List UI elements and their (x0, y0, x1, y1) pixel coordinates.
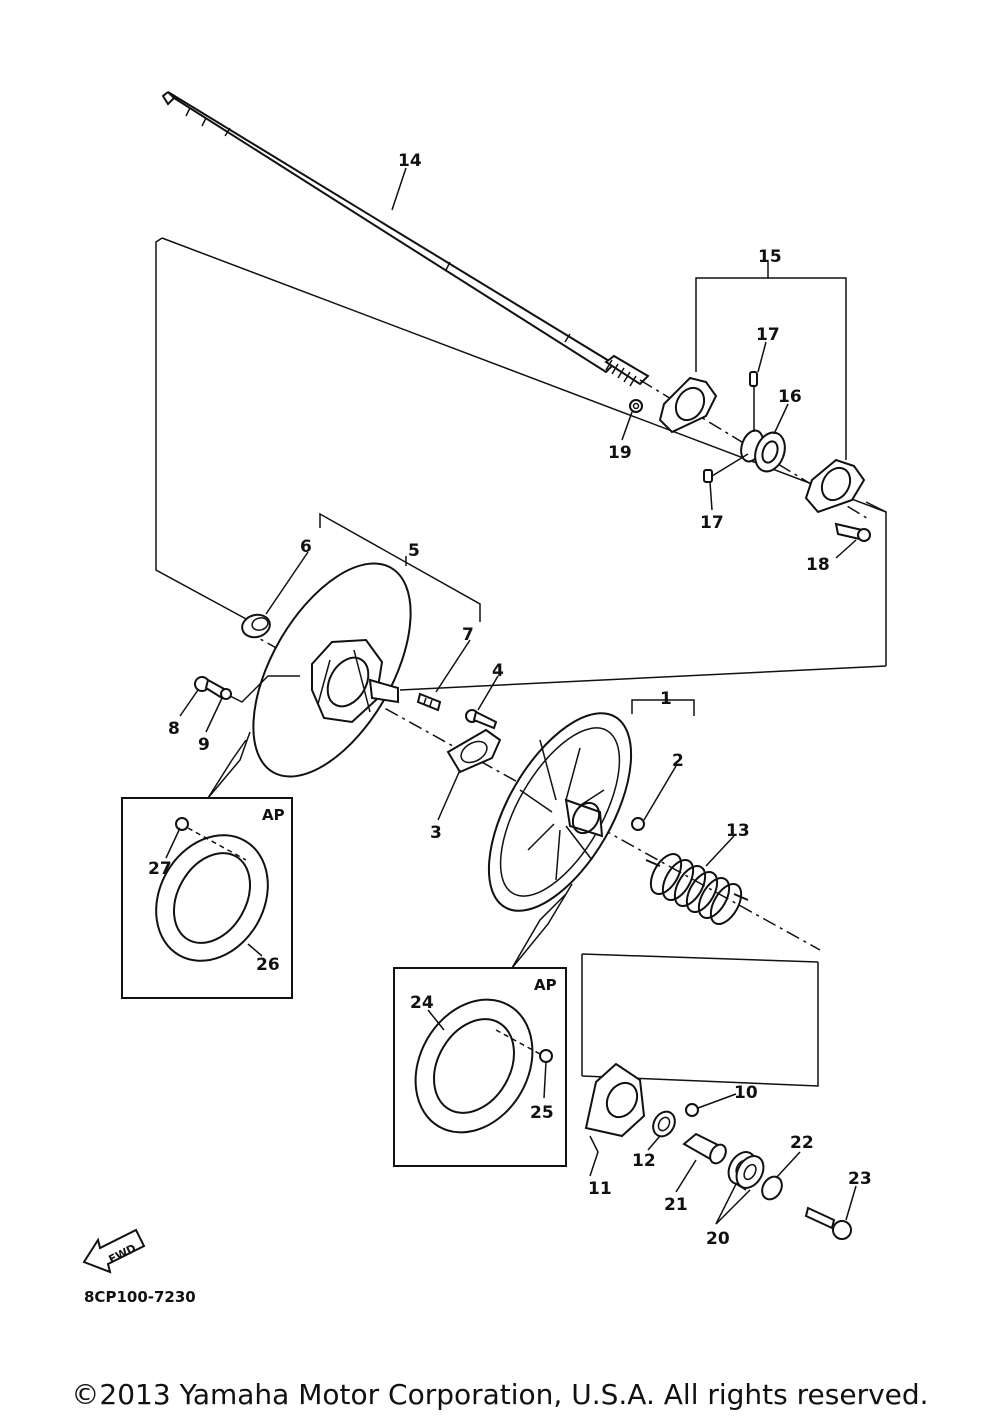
callout-27: 27 (148, 859, 172, 879)
part-9-washer (220, 688, 232, 700)
inset-ap-left-tag: AP (262, 806, 285, 824)
part-13-spring (645, 853, 749, 925)
bracket-15 (695, 262, 847, 460)
callout-2: 2 (672, 751, 684, 771)
part-15-flange-right (804, 458, 866, 514)
callout-3: 3 (430, 823, 442, 843)
part-18-bolt (834, 522, 871, 542)
part-17-bolt-lower (703, 453, 749, 483)
callout-12: 12 (632, 1151, 656, 1171)
part-17-bolt-upper (749, 371, 758, 432)
part-7-pin (416, 692, 442, 712)
callout-13: 13 (726, 821, 750, 841)
exploded-parts-diagram: 14 15 17 16 19 17 18 6 5 7 4 8 9 1 2 3 1… (82, 91, 887, 1306)
part-15-flange-left (658, 376, 718, 434)
part-16-bearing (740, 429, 786, 473)
callout-6: 6 (300, 537, 312, 557)
part-2-nut (631, 817, 645, 831)
part-11-cam (584, 1062, 646, 1138)
bracket-1 (631, 699, 695, 716)
callout-23: 23 (848, 1169, 872, 1189)
leader-lines (165, 167, 857, 1225)
callout-7: 7 (462, 625, 474, 645)
bracket-lower (581, 953, 819, 1087)
leader-8-9 (229, 675, 300, 703)
part-3-gasket (446, 728, 502, 774)
callout-26: 26 (256, 955, 280, 975)
callout-21: 21 (664, 1195, 688, 1215)
callout-25: 25 (530, 1103, 554, 1123)
inset-ap-right (393, 883, 573, 1167)
callout-10: 10 (734, 1083, 758, 1103)
inset-ap-left (121, 731, 293, 999)
inset-ap-right-tag: AP (534, 976, 557, 994)
callout-15: 15 (758, 247, 782, 267)
part-6-bush (241, 613, 271, 639)
bracket-5 (319, 512, 481, 622)
callout-17-upper: 17 (756, 325, 780, 345)
callout-9: 9 (198, 735, 210, 755)
part-10-washer (685, 1103, 699, 1117)
part-21-collar (682, 1132, 727, 1165)
callouts: 14 15 17 16 19 17 18 6 5 7 4 8 9 1 2 3 1… (148, 151, 872, 1249)
callout-4: 4 (492, 661, 504, 681)
fwd-arrow: FWD (82, 1228, 146, 1274)
callout-18: 18 (806, 555, 830, 575)
callout-14: 14 (398, 151, 422, 171)
callout-5: 5 (408, 541, 420, 561)
part-19-nut (629, 399, 643, 413)
callout-8: 8 (168, 719, 180, 739)
part-23-bolt (804, 1206, 852, 1240)
part-1-sheave (487, 712, 633, 912)
copyright-notice: ©2013 Yamaha Motor Corporation, U.S.A. A… (71, 1378, 929, 1411)
callout-16: 16 (778, 387, 802, 407)
callout-19: 19 (608, 443, 632, 463)
part-14-shaft (161, 91, 650, 387)
callout-22: 22 (790, 1133, 814, 1153)
callout-1: 1 (660, 689, 672, 709)
part-5-sheave (252, 562, 412, 778)
callout-11: 11 (588, 1179, 612, 1199)
part-20-bearings (727, 1151, 765, 1189)
part-12-bush (652, 1110, 676, 1138)
callout-24: 24 (410, 993, 434, 1013)
diagram-code: 8CP100-7230 (84, 1288, 196, 1306)
part-4-bolt (465, 709, 498, 730)
part-22-washer (761, 1175, 783, 1201)
callout-17-lower: 17 (700, 513, 724, 533)
callout-20: 20 (706, 1229, 730, 1249)
